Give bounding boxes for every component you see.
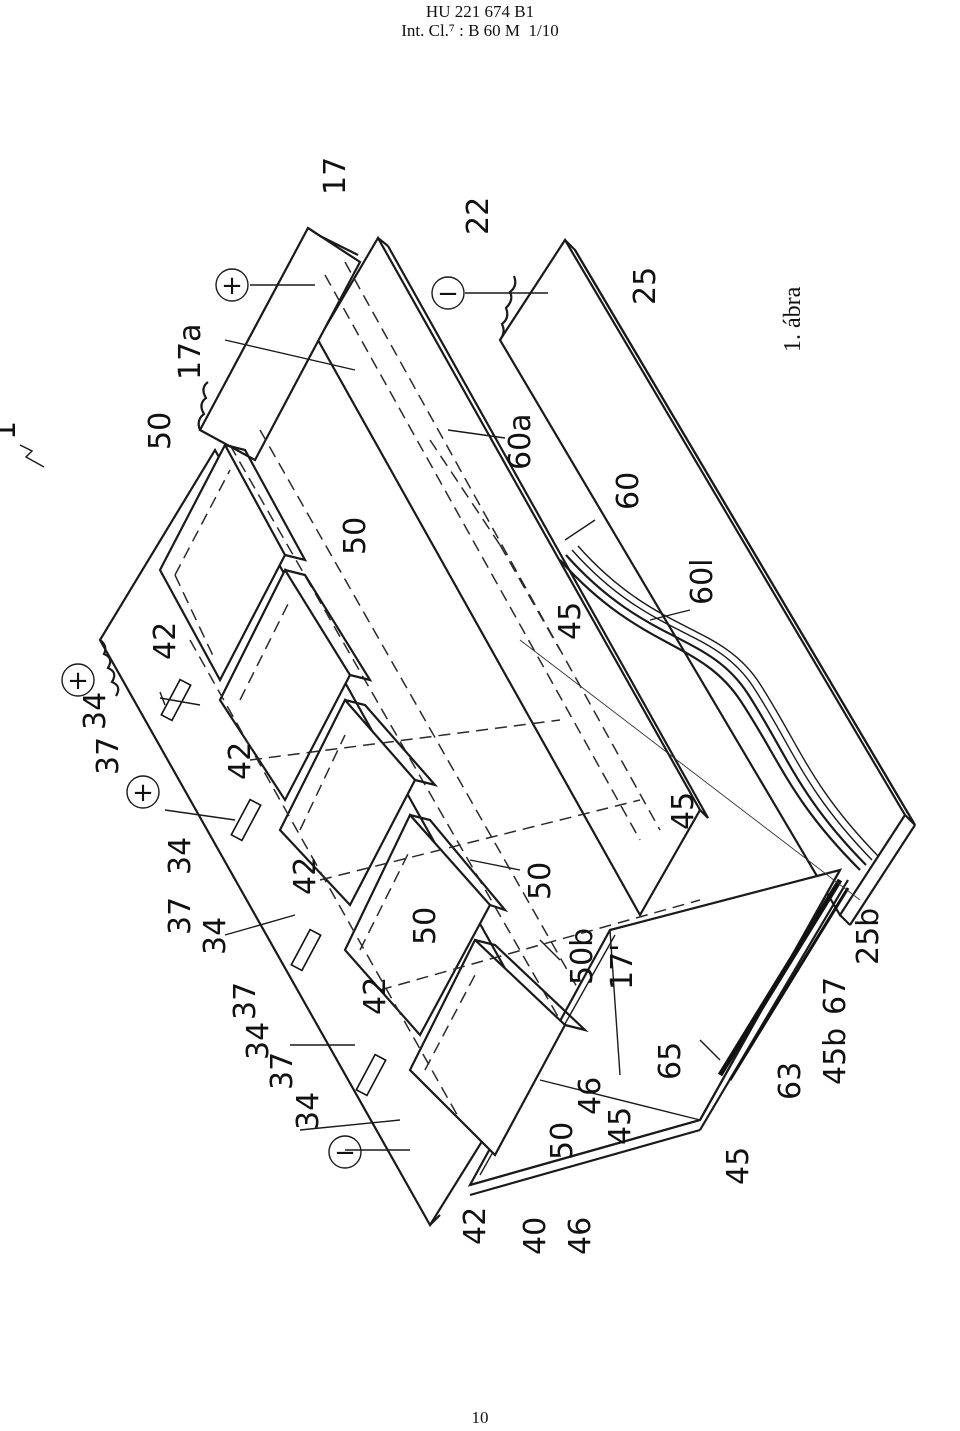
leader-lines xyxy=(19,284,721,1151)
ref-numeral-n42c: 42 xyxy=(288,857,323,895)
ref-numeral-n42a: 42 xyxy=(148,622,183,660)
ref-numeral-n65: 65 xyxy=(653,1042,688,1080)
ref-numeral-n37b: 37 xyxy=(163,897,198,935)
minus-sign-1: − xyxy=(437,279,459,309)
ref-numeral-n63: 63 xyxy=(773,1062,808,1100)
ref-numeral-n37c: 37 xyxy=(228,982,263,1020)
classification: Int. Cl.⁷ : B 60 M 1/10 xyxy=(401,21,559,40)
ref-numeral-n34c: 34 xyxy=(198,917,233,955)
ref-numeral-n25: 25 xyxy=(628,267,663,305)
plus-sign-1: + xyxy=(221,271,243,301)
ref-numeral-n50f: 50b xyxy=(565,928,600,985)
connector-60 xyxy=(559,545,879,871)
ref-numeral-n42b: 42 xyxy=(223,742,258,780)
plus-sign-3: + xyxy=(132,778,154,808)
ref-numeral-n45d: 45 xyxy=(721,1147,756,1185)
ref-numeral-n45e: 45b xyxy=(818,1028,853,1085)
cell-frame-45 xyxy=(467,639,861,1197)
page-number: 10 xyxy=(471,1408,489,1427)
ref-numeral-n45b: 45 xyxy=(666,792,701,830)
ref-numeral-n60a: 60a xyxy=(503,413,538,470)
ref-numeral-n37d: 37 xyxy=(265,1052,300,1090)
ref-numeral-n50a: 50 xyxy=(143,412,178,450)
ref-numeral-n34b: 34 xyxy=(163,837,198,875)
ref-numeral-n25b: 25b xyxy=(851,908,886,965)
plate-25 xyxy=(498,237,916,926)
ref-numeral-n50d: 50 xyxy=(523,862,558,900)
ref-numeral-n46b: 46 xyxy=(563,1217,598,1255)
figure-caption: 1. ábra xyxy=(780,286,806,352)
ref-numeral-n50b: 50 xyxy=(338,517,373,555)
ref-numeral-n42d: 42 xyxy=(358,977,393,1015)
ref-numeral-n60: 60 xyxy=(611,472,646,510)
ref-numeral-n40: 40 xyxy=(518,1217,553,1255)
ref-numeral-n42e: 42 xyxy=(458,1207,493,1245)
page-header: HU 221 674 B1 Int. Cl.⁷ : B 60 M 1/10 xyxy=(0,2,960,40)
patent-number: HU 221 674 B1 xyxy=(425,2,535,21)
plus-sign-2: + xyxy=(67,666,89,696)
ref-numeral-n67: 67 xyxy=(818,977,853,1015)
ref-numeral-n22: 22 xyxy=(461,197,496,235)
ref-numeral-n60l: 60l xyxy=(685,558,720,605)
ref-numeral-n50e: 50 xyxy=(545,1122,580,1160)
ref-numeral-n1: 1 xyxy=(0,421,23,440)
minus-sign-2: − xyxy=(334,1138,356,1168)
cell-stack xyxy=(98,442,701,1228)
ref-numeral-n17: 17 xyxy=(318,157,353,195)
ref-numeral-n34d: 34 xyxy=(241,1022,276,1060)
ref-numeral-n17b: 17' xyxy=(605,944,640,990)
ref-numeral-n34a: 34 xyxy=(78,692,113,730)
polarity-markers: + − + + − xyxy=(61,268,465,1169)
ref-numeral-n50c: 50 xyxy=(408,907,443,945)
ref-numeral-n34e: 34 xyxy=(291,1092,326,1130)
ref-numeral-n17a: 17a xyxy=(173,323,208,380)
ref-numeral-n45a: 45 xyxy=(553,602,588,640)
ref-numeral-n46a: 46 xyxy=(573,1077,608,1115)
reference-numerals: 1 17 17a 22 25 50 50 60a 60 60l 45 45 42… xyxy=(0,157,886,1255)
ref-numeral-n45c: 45 xyxy=(603,1107,638,1145)
ref-numeral-n37a: 37 xyxy=(91,737,126,775)
